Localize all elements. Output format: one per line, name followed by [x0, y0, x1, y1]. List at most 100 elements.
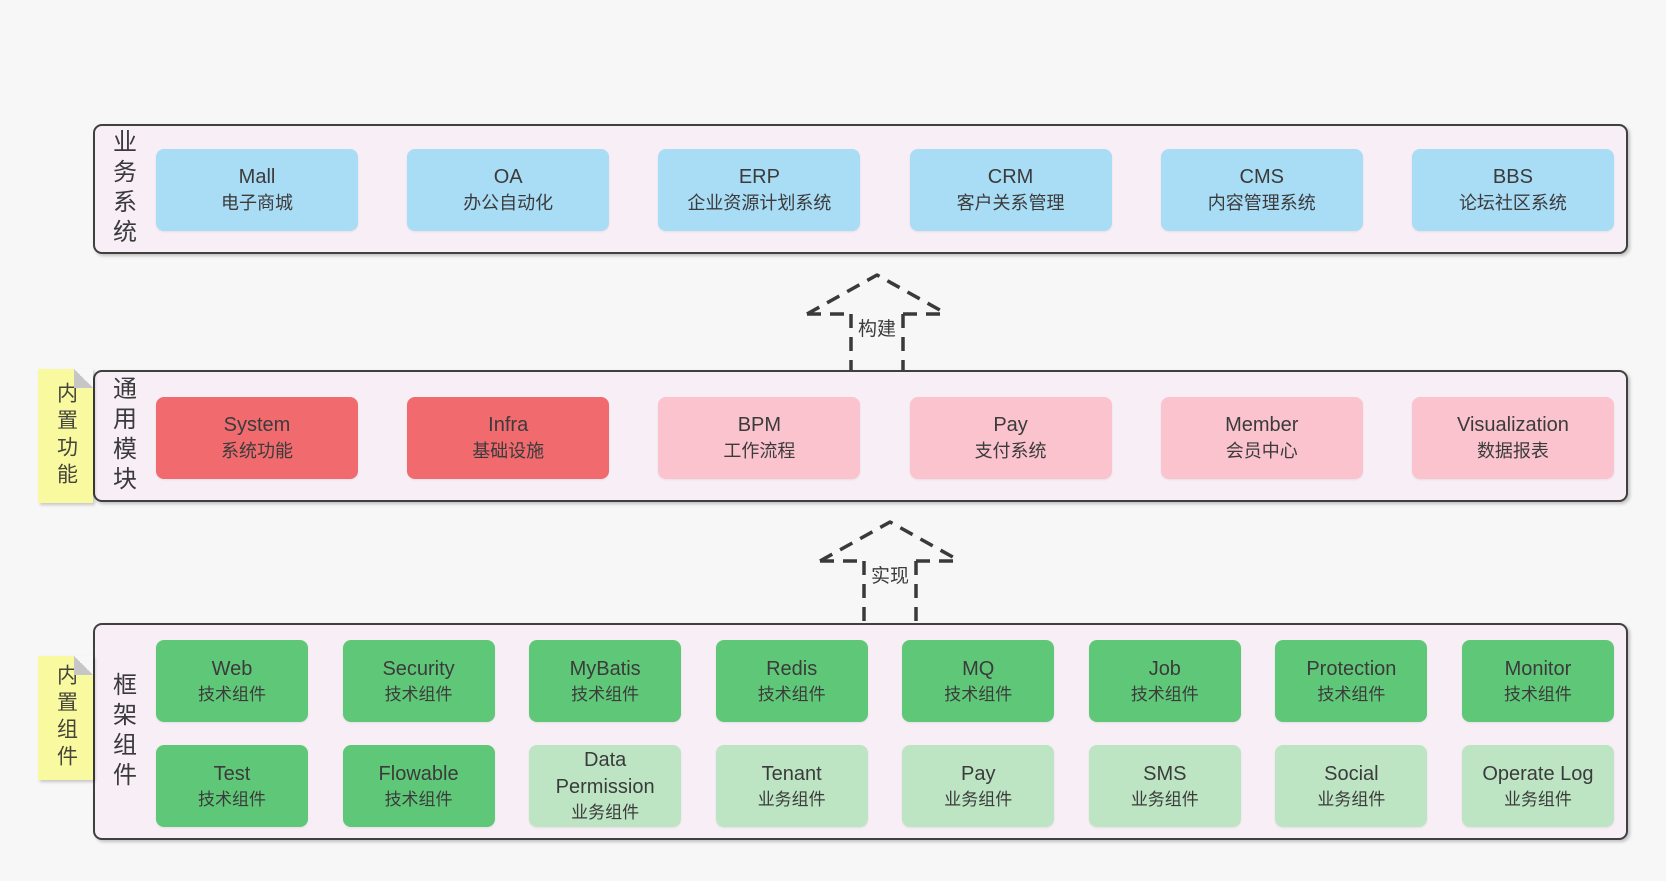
box-test: Test 技术组件	[156, 745, 308, 827]
band-framework-components: 框架组件 Web 技术组件 Security 技术组件 MyBatis 技术组件…	[93, 623, 1628, 840]
box-oa: OA 办公自动化	[407, 149, 610, 231]
band-common-modules: 通用模块 System 系统功能 Infra 基础设施 BPM 工作流程 Pay…	[93, 370, 1628, 502]
box-title: BPM	[737, 414, 782, 436]
common-modules-row: System 系统功能 Infra 基础设施 BPM 工作流程 Pay 支付系统…	[156, 397, 1614, 479]
sticky-note-label: 内置组件	[54, 664, 78, 772]
arrow-implement-label: 实现	[870, 566, 909, 587]
box-subtitle: 技术组件	[1130, 684, 1199, 704]
box-subtitle: 技术组件	[198, 789, 266, 809]
box-mq: MQ 技术组件	[902, 640, 1055, 722]
box-subtitle: 客户关系管理	[956, 193, 1065, 213]
box-subtitle: 技术组件	[1503, 684, 1572, 704]
band-framework-components-label: 框架组件	[108, 671, 136, 792]
box-flowable: Flowable 技术组件	[342, 745, 495, 827]
box-subtitle: 支付系统	[974, 441, 1047, 461]
dashed-up-arrow-icon	[806, 273, 948, 370]
box-title: Test	[213, 762, 251, 785]
band-business-systems: 业务系统 Mall 电子商城 OA 办公自动化 ERP 企业资源计划系统 CRM…	[93, 124, 1628, 254]
box-title: Redis	[766, 657, 818, 680]
box-subtitle: 技术组件	[384, 789, 453, 809]
box-mall: Mall 电子商城	[156, 149, 358, 231]
box-title: Monitor	[1504, 657, 1572, 680]
box-tenant: Tenant 业务组件	[715, 745, 868, 827]
box-subtitle: 企业资源计划系统	[687, 193, 832, 213]
box-social: Social 业务组件	[1275, 745, 1428, 827]
box-system: System 系统功能	[156, 397, 358, 479]
box-mybatis: MyBatis 技术组件	[529, 640, 682, 722]
box-subtitle: 业务组件	[757, 789, 826, 809]
sticky-note-builtin-features: 内置功能	[38, 369, 93, 503]
arrow-implement: 实现	[810, 519, 970, 623]
box-title: ERP	[738, 166, 780, 188]
band-common-modules-label: 通用模块	[108, 376, 136, 496]
box-subtitle: 技术组件	[944, 684, 1013, 704]
box-subtitle: 技术组件	[1317, 684, 1386, 704]
box-pay-module: Pay 支付系统	[909, 397, 1112, 479]
box-subtitle: 业务组件	[1503, 789, 1572, 809]
box-title: CRM	[987, 166, 1034, 188]
box-title: OA	[493, 166, 523, 188]
box-monitor: Monitor 技术组件	[1461, 640, 1614, 722]
arrow-build: 构建	[797, 272, 957, 370]
box-job: Job 技术组件	[1088, 640, 1241, 722]
band-business-systems-label: 业务系统	[108, 129, 136, 249]
box-visualization: Visualization 数据报表	[1411, 397, 1614, 479]
box-title: Data Permission	[555, 749, 655, 798]
box-subtitle: 技术组件	[384, 684, 453, 704]
box-cms: CMS 内容管理系统	[1160, 149, 1363, 231]
folded-corner-icon	[74, 656, 93, 675]
box-web: Web 技术组件	[156, 640, 308, 722]
box-infra: Infra 基础设施	[407, 397, 610, 479]
box-subtitle: 系统功能	[221, 441, 293, 461]
box-title: Web	[211, 657, 253, 680]
sticky-note-builtin-components: 内置组件	[38, 656, 93, 780]
box-redis: Redis 技术组件	[715, 640, 868, 722]
box-subtitle: 技术组件	[757, 684, 826, 704]
box-subtitle: 电子商城	[221, 193, 293, 213]
box-title: Protection	[1306, 657, 1397, 680]
arrow-build-label: 构建	[857, 319, 896, 340]
folded-corner-icon	[74, 369, 93, 388]
box-subtitle: 工作流程	[723, 441, 796, 461]
sticky-note-label: 内置功能	[54, 382, 78, 490]
box-title: Social	[1324, 762, 1379, 785]
box-subtitle: 业务组件	[1317, 789, 1386, 809]
box-title: Operate Log	[1482, 762, 1594, 785]
box-subtitle: 办公自动化	[463, 193, 554, 213]
box-title: MyBatis	[569, 657, 641, 680]
box-title: System	[223, 414, 291, 436]
box-title: Visualization	[1456, 414, 1569, 436]
box-title: Tenant	[761, 762, 822, 785]
box-title: Flowable	[378, 762, 459, 785]
box-title: CMS	[1239, 166, 1284, 188]
box-subtitle: 业务组件	[1130, 789, 1199, 809]
box-bpm: BPM 工作流程	[658, 397, 861, 479]
box-bbs: BBS 论坛社区系统	[1411, 149, 1614, 231]
box-subtitle: 内容管理系统	[1207, 193, 1316, 213]
box-subtitle: 业务组件	[944, 789, 1013, 809]
box-security: Security 技术组件	[342, 640, 495, 722]
box-subtitle: 基础设施	[472, 441, 545, 461]
box-pay-component: Pay 业务组件	[902, 745, 1055, 827]
box-title: Infra	[488, 414, 529, 436]
box-subtitle: 技术组件	[571, 684, 640, 704]
dashed-up-arrow-icon	[819, 520, 961, 623]
box-title: Pay	[961, 762, 996, 785]
box-operate-log: Operate Log 业务组件	[1461, 745, 1614, 827]
box-title: Mall	[238, 166, 276, 188]
business-systems-row: Mall 电子商城 OA 办公自动化 ERP 企业资源计划系统 CRM 客户关系…	[156, 149, 1614, 231]
box-subtitle: 技术组件	[198, 684, 266, 704]
box-title: Job	[1148, 657, 1181, 680]
box-title: Pay	[993, 414, 1028, 436]
framework-components-row-1: Web 技术组件 Security 技术组件 MyBatis 技术组件 Redi…	[156, 640, 1614, 722]
box-subtitle: 会员中心	[1225, 441, 1298, 461]
box-crm: CRM 客户关系管理	[909, 149, 1112, 231]
box-member: Member 会员中心	[1160, 397, 1363, 479]
box-subtitle: 数据报表	[1476, 441, 1549, 461]
box-subtitle: 业务组件	[571, 803, 640, 822]
box-sms: SMS 业务组件	[1088, 745, 1241, 827]
framework-components-row-2: Test 技术组件 Flowable 技术组件 Data Permission …	[156, 745, 1614, 827]
box-erp: ERP 企业资源计划系统	[658, 149, 861, 231]
box-title: Member	[1225, 414, 1299, 436]
